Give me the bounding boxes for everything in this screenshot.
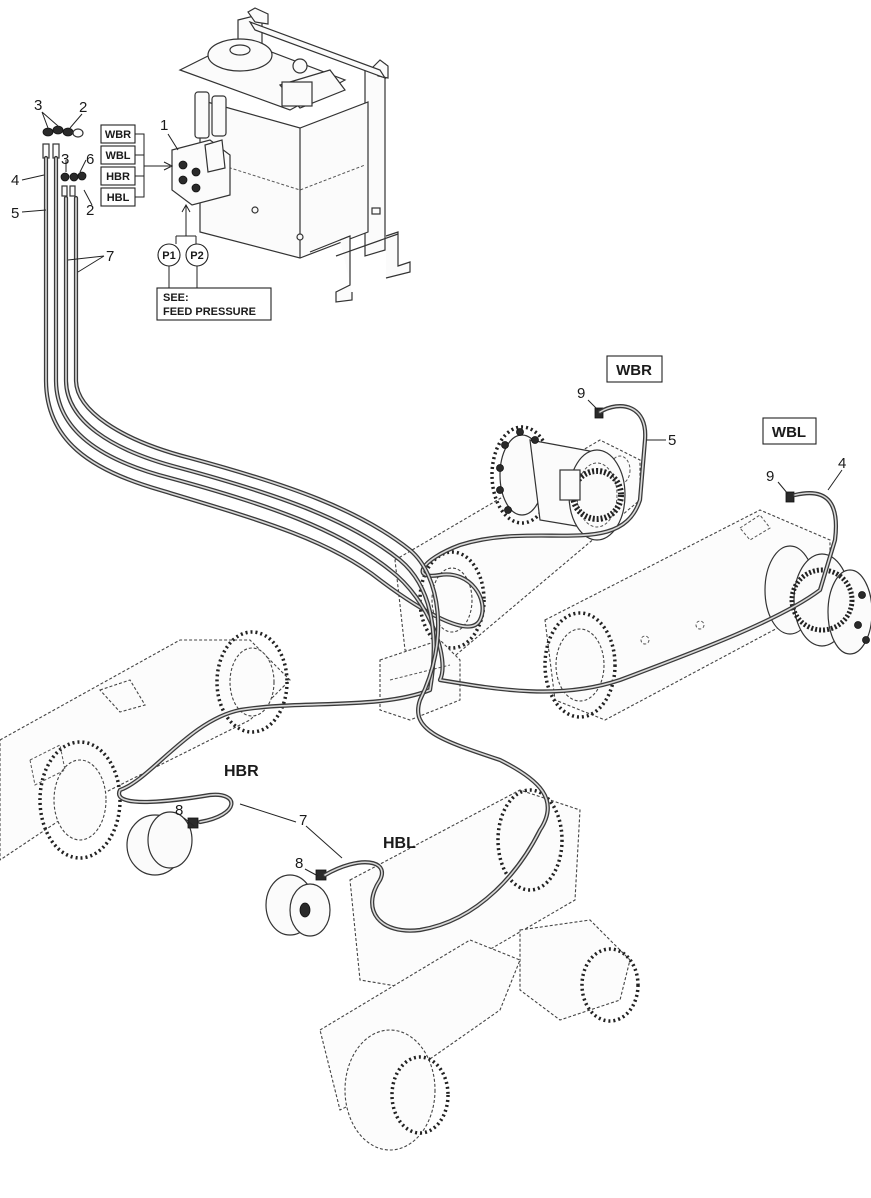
zone-box-wbr — [606, 355, 663, 383]
hydraulic-hoses — [43, 155, 839, 933]
callout-5-left: 5 — [11, 205, 19, 222]
walking-beam-left-assembly — [543, 491, 871, 721]
zone-box-wbl — [762, 417, 817, 445]
callout-9-wbl: 9 — [766, 468, 774, 485]
callout-2-top: 2 — [79, 99, 87, 116]
hydraulic-tank-unit — [171, 7, 411, 303]
pressure-ports: P1 P2 SEE: FEED PRESSURE — [156, 203, 272, 321]
callout-4-left: 4 — [11, 172, 19, 189]
callout-3-mid: 3 — [61, 151, 69, 168]
callout-4-wbl: 4 — [838, 455, 846, 472]
head-beam-left-assembly — [265, 788, 640, 1151]
callout-5-wbr: 5 — [668, 432, 676, 449]
callout-8-hbl: 8 — [295, 855, 303, 872]
pressure-port-p1-label: P1 — [162, 250, 175, 262]
callout-leaders — [21, 111, 843, 877]
zone-labels: WBR WBL HBR HBL — [224, 355, 817, 852]
callout-7-hbr: 7 — [299, 812, 307, 829]
note-line-1: SEE: — [163, 292, 189, 304]
callout-9-wbr: 9 — [577, 385, 585, 402]
zone-label-wbl: WBL — [772, 424, 806, 441]
head-beam-right-assembly — [0, 630, 291, 876]
callout-3-top: 3 — [34, 97, 42, 114]
callout-8-hbr: 8 — [175, 802, 183, 819]
walking-beam-right-assembly — [394, 407, 641, 661]
pressure-port-p2-label: P2 — [190, 250, 203, 262]
port-label-wbl: WBL — [105, 150, 130, 162]
zone-label-hbl: HBL — [383, 835, 416, 852]
callout-7-top: 7 — [106, 248, 114, 265]
valve-port-labels: WBR WBL HBR HBL — [100, 124, 174, 207]
callout-2-mid: 2 — [86, 202, 94, 219]
feed-pressure-note-box — [156, 287, 272, 321]
port-label-hbl: HBL — [107, 192, 130, 204]
callout-6: 6 — [86, 151, 94, 168]
note-line-2: FEED PRESSURE — [163, 306, 256, 318]
zone-label-hbr: HBR — [224, 763, 259, 780]
hose-fittings-cluster — [42, 125, 87, 197]
port-label-hbr: HBR — [106, 171, 130, 183]
callout-numbers: 3 2 1 3 6 4 2 5 7 9 5 9 4 8 7 8 — [11, 97, 846, 872]
port-label-wbr: WBR — [105, 129, 131, 141]
zone-label-wbr: WBR — [616, 362, 652, 379]
callout-1: 1 — [160, 117, 168, 134]
